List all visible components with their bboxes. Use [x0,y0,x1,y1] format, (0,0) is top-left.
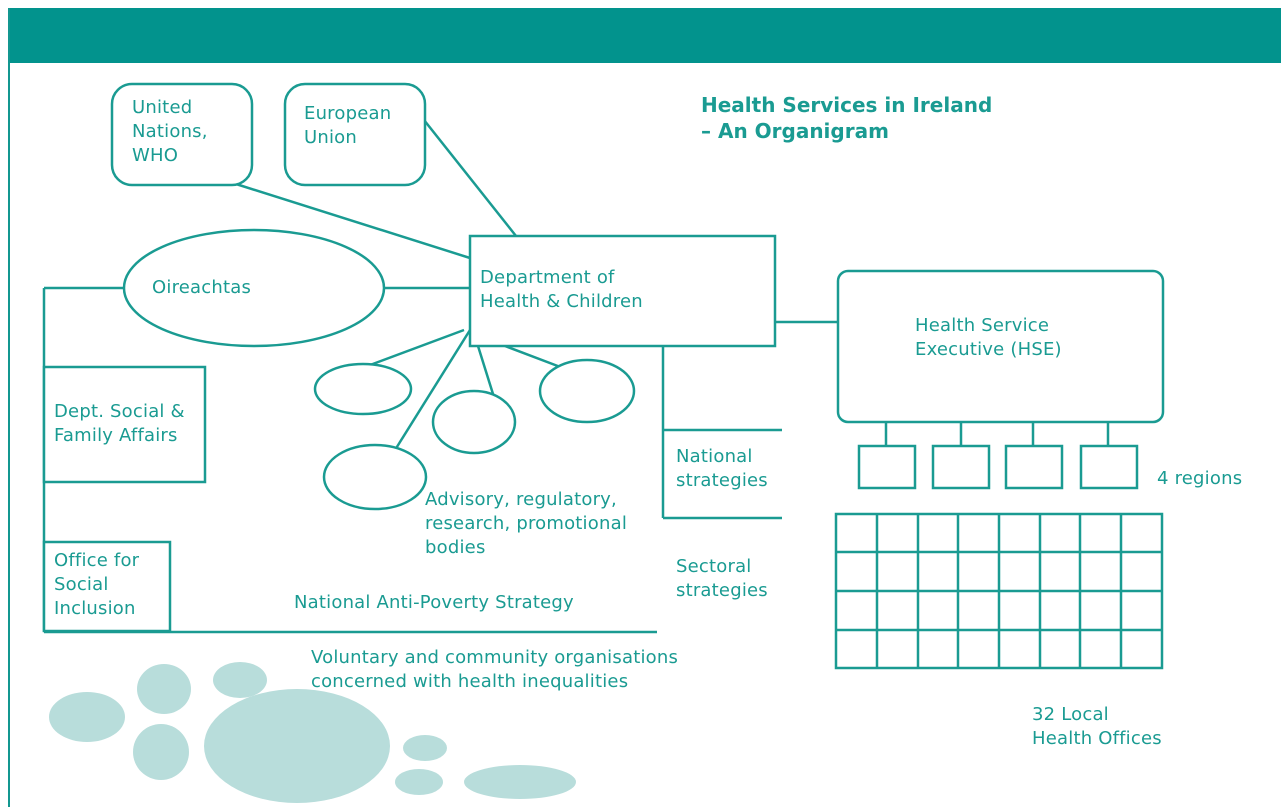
eu-box [283,82,427,187]
regions-label: 4 regions [1157,468,1243,489]
region-box-3 [1004,444,1064,490]
dept-social-box [42,365,207,484]
region-box-2 [931,444,991,490]
blob-right-lower [395,769,443,795]
blob-right-small [403,735,447,761]
region-box-1 [857,444,917,490]
connector-dept-body4 [393,329,472,451]
blob-large [204,689,390,803]
body-ellipse-3 [538,358,636,424]
blob-right-wide [464,765,576,799]
hse-label: Health Service Executive (HSE) [915,315,1062,360]
decorative-blobs [49,662,576,803]
local-offices-label: 32 Local Health Offices [1032,704,1162,749]
un-who-label: United Nations, WHO [132,97,208,166]
dept-health-box [468,234,777,348]
eu-label: European Union [304,103,392,148]
header-bar [10,8,1281,63]
voluntary-label: Voluntary and community organisations co… [311,647,679,692]
connector-dept-body3 [504,344,564,370]
oireachtas-ellipse [122,228,386,348]
body-ellipse-2 [431,389,517,455]
connector-eu-dept [423,119,517,237]
region-box-4 [1079,444,1139,490]
blob-left [49,692,125,742]
sectoral-strategies-label: Sectoral strategies [676,556,768,601]
blob-top-small [137,664,191,714]
office-social-inclusion-label: Office for Social Inclusion [54,550,140,619]
body-ellipse-4 [322,443,428,511]
advisory-bodies-label: Advisory, regulatory, research, promotio… [425,489,628,558]
un-who-box [110,82,254,187]
anti-poverty-label: National Anti-Poverty Strategy [294,592,574,613]
blob-bottom-left [133,724,189,780]
diagram-title: Health Services in Ireland – An Organigr… [701,93,993,143]
hse-box [836,269,1165,424]
national-strategies-label: National strategies [676,446,768,491]
dept-social-label: Dept. Social & Family Affairs [54,401,185,446]
local-offices-grid [834,512,1164,670]
connector-un-dept [235,182,471,260]
blob-top-right [213,662,267,698]
office-social-inclusion-box [42,540,172,633]
body-ellipse-1 [313,362,413,416]
connector-dept-body2 [476,345,495,395]
oireachtas-label: Oireachtas [152,277,252,298]
dept-health-label: Department of Health & Children [480,267,643,312]
